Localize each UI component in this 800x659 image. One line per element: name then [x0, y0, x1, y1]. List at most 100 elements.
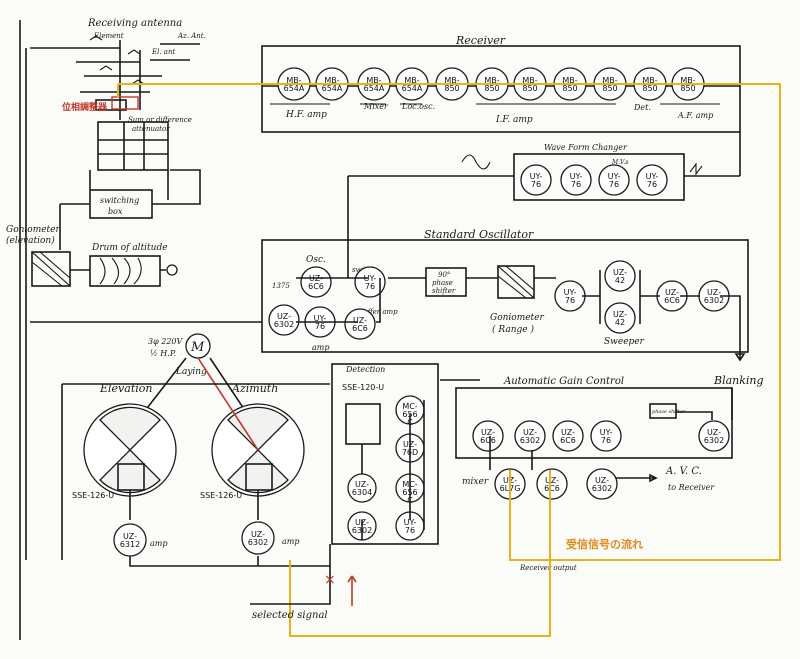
drum-of-altitude-label: Drum of altitude	[91, 243, 168, 253]
wfc-label: Wave Form Changer	[544, 143, 628, 152]
azimuth-motor	[245, 463, 273, 491]
tube-label-rx-2-1: 654A	[364, 84, 385, 93]
tube-label-agc-4-0: UZ-	[707, 428, 721, 437]
goniometer-elevation	[31, 251, 71, 287]
det-label: Det.	[633, 103, 651, 112]
tube-osc-6	[604, 260, 636, 292]
el-ant-label: El. ant	[151, 48, 175, 56]
tube-label-rx-4-0: MB-	[444, 76, 459, 85]
agc-label: Automatic Gain Control	[503, 376, 624, 387]
motor-right-label: SSE-126-U	[200, 491, 242, 500]
goniometer-range-sub: ( Range )	[492, 324, 534, 335]
sine-wave-icon	[461, 154, 491, 170]
tube-label-osc-6-0: UZ-	[613, 268, 627, 277]
receiver-output-label: Receiver output	[519, 564, 577, 572]
switching-box-label-2: box	[108, 207, 123, 216]
mixer-label: Mixer	[363, 102, 389, 111]
agc-phase-shifter	[649, 403, 677, 419]
pulse-wave-icon	[689, 162, 703, 176]
phase-adjuster-highlight	[111, 96, 139, 110]
selected-signal-area: selected signal ×	[250, 566, 357, 621]
tube-label-osc-1-0: UY-	[364, 274, 377, 283]
tube-agc-3	[590, 420, 622, 452]
amp-label-osc: amp	[312, 343, 329, 352]
elevation-motor	[117, 463, 145, 491]
tube-label-wfc-2-1: 76	[609, 180, 619, 189]
sum-difference-label: Sum or difference	[128, 116, 192, 124]
tube-agc-4	[698, 420, 730, 452]
agc-box	[455, 387, 733, 459]
motor-letter: M	[190, 340, 205, 355]
tube-label-agc-2-1: 6C6	[560, 436, 576, 445]
tube-label-det-4-0: UZ-	[355, 480, 369, 489]
tube-label-osc-2-0: UZ-	[277, 312, 291, 321]
goniometer-elev-sub: (elevation)	[6, 235, 55, 246]
tube-label-amp-0-1: 6312	[120, 540, 140, 549]
phase-adjuster-label: 位相調整器	[62, 101, 108, 113]
tube-osc-2	[268, 304, 300, 336]
motor-detect-label: SSE-120-U	[342, 383, 384, 392]
detection-box	[331, 363, 439, 545]
tube-label-rx-9-1: 850	[642, 84, 657, 93]
tube-label-rx-1-0: MB-	[324, 76, 339, 85]
tube-label-osc-7-0: UZ-	[613, 310, 627, 319]
goniometer-elev-label: Goniometer	[6, 225, 61, 235]
switching-box-label-1: switching	[100, 196, 139, 205]
tube-label-wfc-2-0: UY-	[608, 172, 621, 181]
tube-label-agc-4-1: 6302	[704, 436, 724, 445]
tube-label-osc-3-0: UY-	[314, 314, 327, 323]
tube-label-rx-5-1: 850	[484, 84, 499, 93]
ps90-label-3: shifter	[432, 287, 456, 295]
sum-difference-box	[97, 121, 169, 171]
blanking-label: Blanking	[713, 374, 764, 387]
tube-label-rx-3-1: 654A	[402, 84, 423, 93]
to-receiver-label: to Receiver	[668, 483, 715, 492]
tube-label-osc-9-0: UZ-	[707, 288, 721, 297]
tube-osc-1	[354, 266, 386, 298]
tube-agc-6	[536, 468, 568, 500]
tube-label-rx-6-0: MB-	[522, 76, 537, 85]
tube-label-wfc-3-0: UY-	[646, 172, 659, 181]
red-x-mark: ×	[324, 572, 336, 588]
tube-label-rx-0-0: MB-	[286, 76, 301, 85]
drum-shaft	[166, 264, 178, 276]
signal-flow-label: 受信信号の流れ	[566, 537, 643, 551]
goniometer-range-label: Goniometer	[490, 313, 545, 323]
std-osc-box	[261, 239, 749, 353]
elevation-label: Elevation	[99, 382, 152, 395]
az-ant-label: Az. Ant.	[177, 32, 206, 40]
tube-label-rx-8-1: 850	[602, 84, 617, 93]
tube-label-osc-7-1: 42	[615, 318, 625, 327]
buffer-amp-label: Buffer amp	[357, 308, 398, 316]
phase-shifter-90	[425, 267, 467, 297]
tube-label-rx-0-1: 654A	[284, 84, 305, 93]
tube-label-rx-9-0: MB-	[642, 76, 657, 85]
tube-label-wfc-3-1: 76	[647, 180, 657, 189]
tube-label-det-3-1: 76	[405, 526, 415, 535]
tube-label-osc-8-0: UZ-	[665, 288, 679, 297]
receiver-label: Receiver	[455, 34, 506, 47]
ps90-label-2: phase	[432, 279, 453, 287]
tube-label-agc-7-1: 6302	[592, 484, 612, 493]
tube-label-wfc-0-0: UY-	[530, 172, 543, 181]
tube-label-wfc-0-1: 76	[531, 180, 541, 189]
tube-label-osc-2-1: 6302	[274, 320, 294, 329]
ps90-label-1: 90°	[438, 271, 450, 279]
tube-agc-2	[552, 420, 584, 452]
laying-label: Laying	[175, 367, 207, 377]
detection-section: Detection SSE-120-U MC-656CUZ-76DMC-656C…	[331, 363, 480, 545]
wfc-box	[513, 153, 685, 201]
avc-label: A. V. C.	[665, 466, 702, 477]
osc-freq-label: 1375	[272, 282, 290, 290]
tube-label-agc-6-1: 6C6	[544, 484, 560, 493]
mixer-lower-label: mixer	[462, 477, 489, 487]
tube-label-osc-1-1: 76	[365, 282, 375, 291]
tube-label-osc-4-1: 6C6	[352, 324, 368, 333]
signal-flow-path: 受信信号の流れ	[117, 83, 781, 637]
tube-label-osc-8-1: 6C6	[664, 296, 680, 305]
tube-label-rx-4-1: 850	[444, 84, 459, 93]
